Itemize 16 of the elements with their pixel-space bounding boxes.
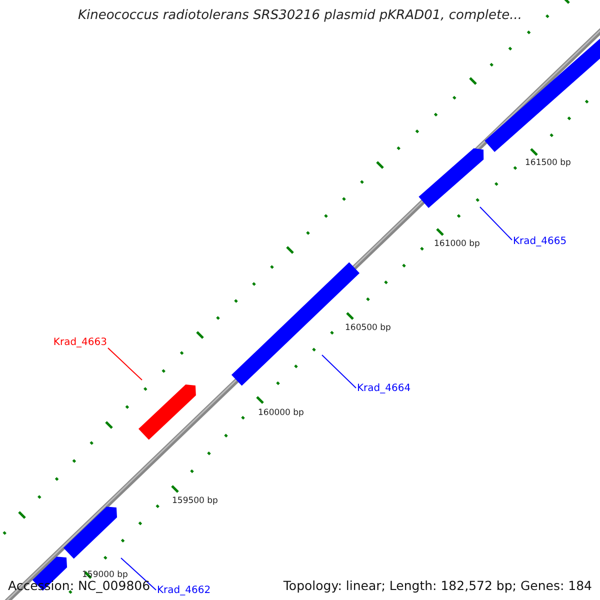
gene-label: Krad_4665 <box>513 236 567 248</box>
position-label: 160500 bp <box>345 323 391 333</box>
gene-arrow <box>138 384 196 440</box>
leader-line <box>120 558 156 590</box>
leader-line <box>480 206 512 240</box>
leader-line <box>322 354 356 388</box>
gene-label: Krad_4662 <box>157 585 211 597</box>
gene-arrow <box>63 506 118 559</box>
gene-arrow <box>418 148 484 208</box>
title: Kineococcus radiotolerans SRS30216 plasmid pKRAD01, complete... <box>76 8 524 23</box>
position-label: 159500 bp <box>172 496 218 506</box>
gene-arrow <box>484 36 600 152</box>
leader-line <box>108 348 142 380</box>
summary-text: Topology: linear; Length: 182,572 bp; Genes: 184 <box>282 577 593 595</box>
gene-label: Krad_4664 <box>357 383 411 395</box>
gene-label: Krad_4663 <box>53 337 107 349</box>
